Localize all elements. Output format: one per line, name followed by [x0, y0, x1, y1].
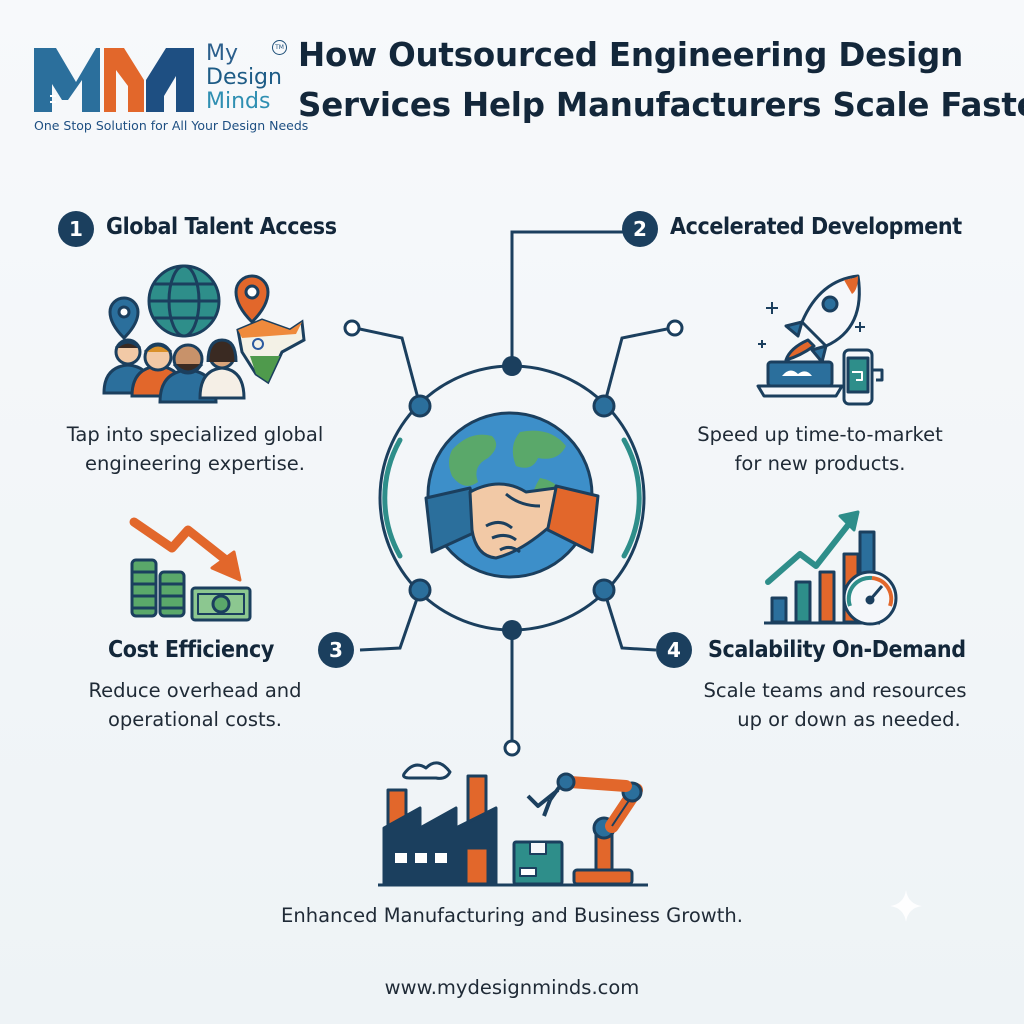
desc-scalability-on-demand: Scale teams and resources up or down as … — [670, 676, 1000, 734]
step-badge-3: 3 — [318, 632, 354, 668]
phone-icon — [842, 348, 884, 406]
logo-word-design: Design — [206, 65, 282, 90]
hub-accent-right — [621, 437, 642, 559]
node-end-top-left — [343, 319, 361, 337]
desc-global-talent-access: Tap into specialized global engineering … — [40, 420, 350, 478]
connector-bottom-right — [602, 589, 657, 652]
cost-efficiency-illustration — [129, 517, 252, 622]
handshake-icon — [424, 482, 600, 560]
heading-accelerated-development: Accelerated Development — [670, 214, 962, 240]
logo-word-my: My — [206, 41, 239, 66]
connector-top — [510, 230, 626, 366]
people-icon — [102, 338, 246, 404]
desc-line: engineering expertise. — [85, 452, 305, 475]
logo-wordmark: My Design Minds — [206, 42, 282, 114]
money-bill-icon — [190, 586, 252, 622]
step-badge-2: 2 — [622, 211, 658, 247]
title-line-1: How Outsourced Engineering Design — [298, 36, 964, 74]
down-trend-arrow-icon — [129, 517, 242, 582]
connector-top-left — [354, 326, 422, 407]
page-title: How Outsourced Engineering Design Servic… — [298, 30, 1024, 130]
desc-line: Scale teams and resources — [703, 679, 967, 702]
hub-accent-left — [382, 437, 403, 559]
logo-tagline: One Stop Solution for All Your Design Ne… — [34, 118, 309, 133]
box-icon — [512, 840, 564, 886]
node-top-right — [592, 394, 616, 418]
heading-scalability-on-demand: Scalability On-Demand — [708, 637, 966, 663]
connector-nodes — [343, 319, 684, 757]
heading-cost-efficiency: Cost Efficiency — [108, 637, 274, 663]
sparkle-icon — [890, 890, 922, 922]
gauge-icon — [842, 570, 898, 626]
step-badge-1: 1 — [58, 211, 94, 247]
india-map-icon — [236, 318, 306, 385]
logo-word-minds: Minds — [206, 89, 271, 114]
website-link[interactable]: www.mydesignminds.com — [384, 976, 640, 999]
laptop-icon — [756, 360, 844, 398]
connector-top-right — [602, 326, 673, 407]
connector-bottom-left — [359, 589, 422, 652]
desc-line: Reduce overhead and — [88, 679, 302, 702]
step-badge-4: 4 — [656, 632, 692, 668]
manufacturing-illustration — [378, 761, 648, 887]
desc-line: operational costs. — [107, 708, 282, 731]
desc-accelerated-development: Speed up time-to-market for new products… — [660, 420, 980, 478]
node-bottom-left — [408, 578, 432, 602]
coin-stack-icon — [130, 558, 186, 618]
desc-cost-efficiency: Reduce overhead and operational costs. — [40, 676, 350, 734]
accelerated-development-illustration — [756, 274, 884, 406]
desc-line: Tap into specialized global — [66, 423, 324, 446]
factory-icon — [382, 761, 498, 886]
node-top — [502, 356, 522, 376]
desc-line: for new products. — [734, 452, 906, 475]
globe-icon — [147, 264, 221, 338]
outcome-caption: Enhanced Manufacturing and Business Grow… — [281, 904, 743, 927]
node-bottom-right — [592, 578, 616, 602]
rocket-icon — [758, 274, 865, 364]
trademark-badge: TM — [272, 40, 287, 55]
scalability-illustration — [764, 510, 898, 626]
node-bottom — [502, 620, 522, 640]
desc-line: Speed up time-to-market — [697, 423, 943, 446]
location-pin-icon — [108, 296, 140, 341]
title-line-2: Services Help Manufacturers Scale Faster — [298, 86, 1024, 124]
logo-mark — [34, 48, 194, 112]
desc-line: up or down as needed. — [737, 708, 961, 731]
global-talent-illustration — [102, 264, 306, 404]
location-pin-icon — [234, 274, 270, 325]
node-end-bottom — [503, 739, 521, 757]
robotic-arm-icon — [526, 772, 643, 886]
node-end-top-right — [666, 319, 684, 337]
heading-global-talent-access: Global Talent Access — [106, 214, 337, 240]
node-top-left — [408, 394, 432, 418]
